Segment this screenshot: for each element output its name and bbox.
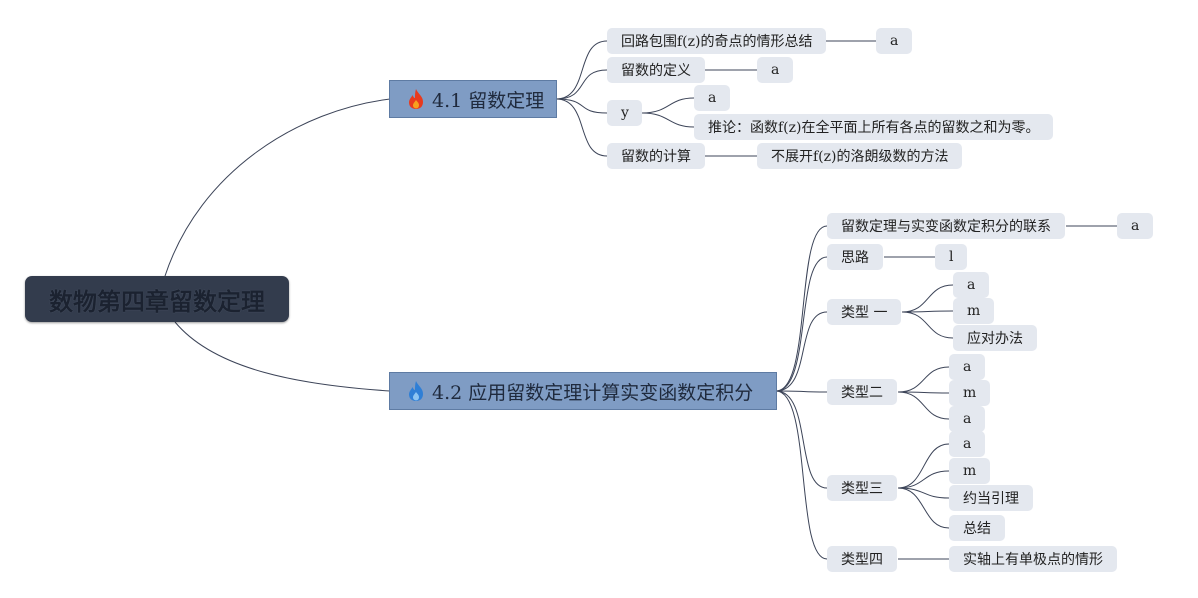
section-title: 4.2 应用留数定理计算实变函数定积分 <box>432 381 754 404</box>
subtopic-simple-pole-on-axis[interactable]: 实轴上有单极点的情形 <box>949 546 1117 572</box>
subtopic-a[interactable]: a <box>876 28 913 54</box>
topic-type-3[interactable]: 类型三 <box>827 475 897 501</box>
section-4-1[interactable]: 4.1 留数定理 <box>389 80 557 118</box>
subtopic-m[interactable]: m <box>949 380 991 406</box>
topic-theorem-integral-link[interactable]: 留数定理与实变函数定积分的联系 <box>827 213 1065 239</box>
fire-blue-icon <box>409 381 423 401</box>
topic-type-1[interactable]: 类型 一 <box>827 299 902 325</box>
topic-type-2[interactable]: 类型二 <box>827 379 897 405</box>
subtopic-m[interactable]: m <box>949 458 991 484</box>
root-topic[interactable]: 数物第四章留数定理 <box>25 276 289 322</box>
subtopic-a[interactable]: a <box>1117 213 1154 239</box>
subtopic-countermeasure[interactable]: 应对办法 <box>953 325 1037 351</box>
subtopic-summary[interactable]: 总结 <box>949 515 1005 541</box>
subtopic-a[interactable]: a <box>949 406 986 432</box>
topic-y[interactable]: y <box>607 100 642 126</box>
subtopic-a[interactable]: a <box>949 431 986 457</box>
section-title: 4.1 留数定理 <box>432 89 545 112</box>
subtopic-m[interactable]: m <box>953 298 995 324</box>
subtopic-corollary[interactable]: 推论：函数f(z)在全平面上所有各点的留数之和为零。 <box>694 114 1054 140</box>
fire-red-icon <box>409 89 423 109</box>
topic-residue-calculation[interactable]: 留数的计算 <box>607 143 705 169</box>
subtopic-a[interactable]: a <box>757 57 794 83</box>
topic-residue-enclosure-summary[interactable]: 回路包围f(z)的奇点的情形总结 <box>607 28 827 54</box>
subtopic-l[interactable]: l <box>935 244 968 270</box>
topic-type-4[interactable]: 类型四 <box>827 546 897 572</box>
subtopic-a[interactable]: a <box>694 85 731 111</box>
subtopic-method[interactable]: 不展开f(z)的洛朗级数的方法 <box>757 143 963 169</box>
topic-approach[interactable]: 思路 <box>827 244 883 270</box>
subtopic-a[interactable]: a <box>949 354 986 380</box>
subtopic-a[interactable]: a <box>953 272 990 298</box>
section-4-2[interactable]: 4.2 应用留数定理计算实变函数定积分 <box>389 372 777 410</box>
topic-residue-definition[interactable]: 留数的定义 <box>607 57 705 83</box>
subtopic-jordan-lemma[interactable]: 约当引理 <box>949 485 1033 511</box>
